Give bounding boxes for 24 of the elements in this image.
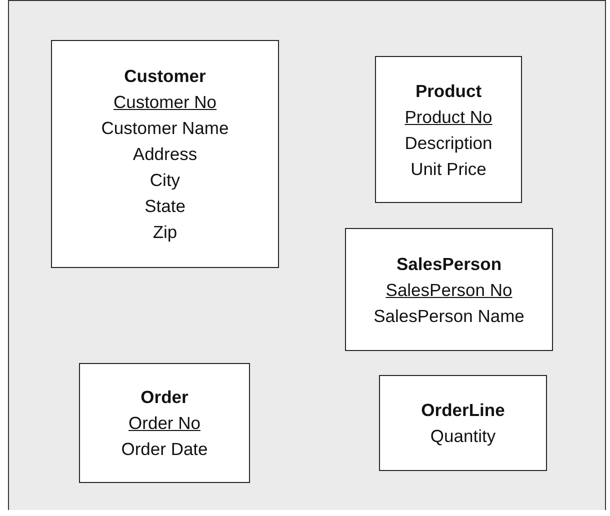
entity-name: SalesPerson: [396, 252, 502, 276]
entity-name: Customer: [124, 65, 206, 88]
attribute: SalesPerson Name: [374, 304, 524, 328]
attribute: State: [144, 195, 186, 218]
primary-key-attribute: SalesPerson No: [386, 278, 512, 302]
primary-key-attribute: Customer No: [113, 91, 217, 114]
attribute: Description: [404, 132, 492, 155]
attribute: Address: [132, 143, 198, 166]
attribute: Customer Name: [101, 117, 229, 140]
attribute: Unit Price: [410, 158, 486, 180]
entity-name: OrderLine: [421, 399, 505, 422]
entity-box: [375, 56, 522, 203]
entity-box: [379, 375, 547, 471]
primary-key-attribute: Order No: [128, 412, 200, 435]
entity-box: [79, 363, 250, 483]
entity-name: Product: [415, 80, 482, 102]
attribute: Order Date: [121, 438, 208, 461]
attribute: Quantity: [430, 425, 496, 448]
attribute: Zip: [152, 221, 178, 244]
entity-name: Order: [140, 386, 188, 409]
primary-key-attribute: Product No: [404, 106, 492, 128]
entity-box: [51, 40, 279, 268]
entity-box: [345, 228, 553, 351]
attribute: City: [150, 169, 180, 192]
